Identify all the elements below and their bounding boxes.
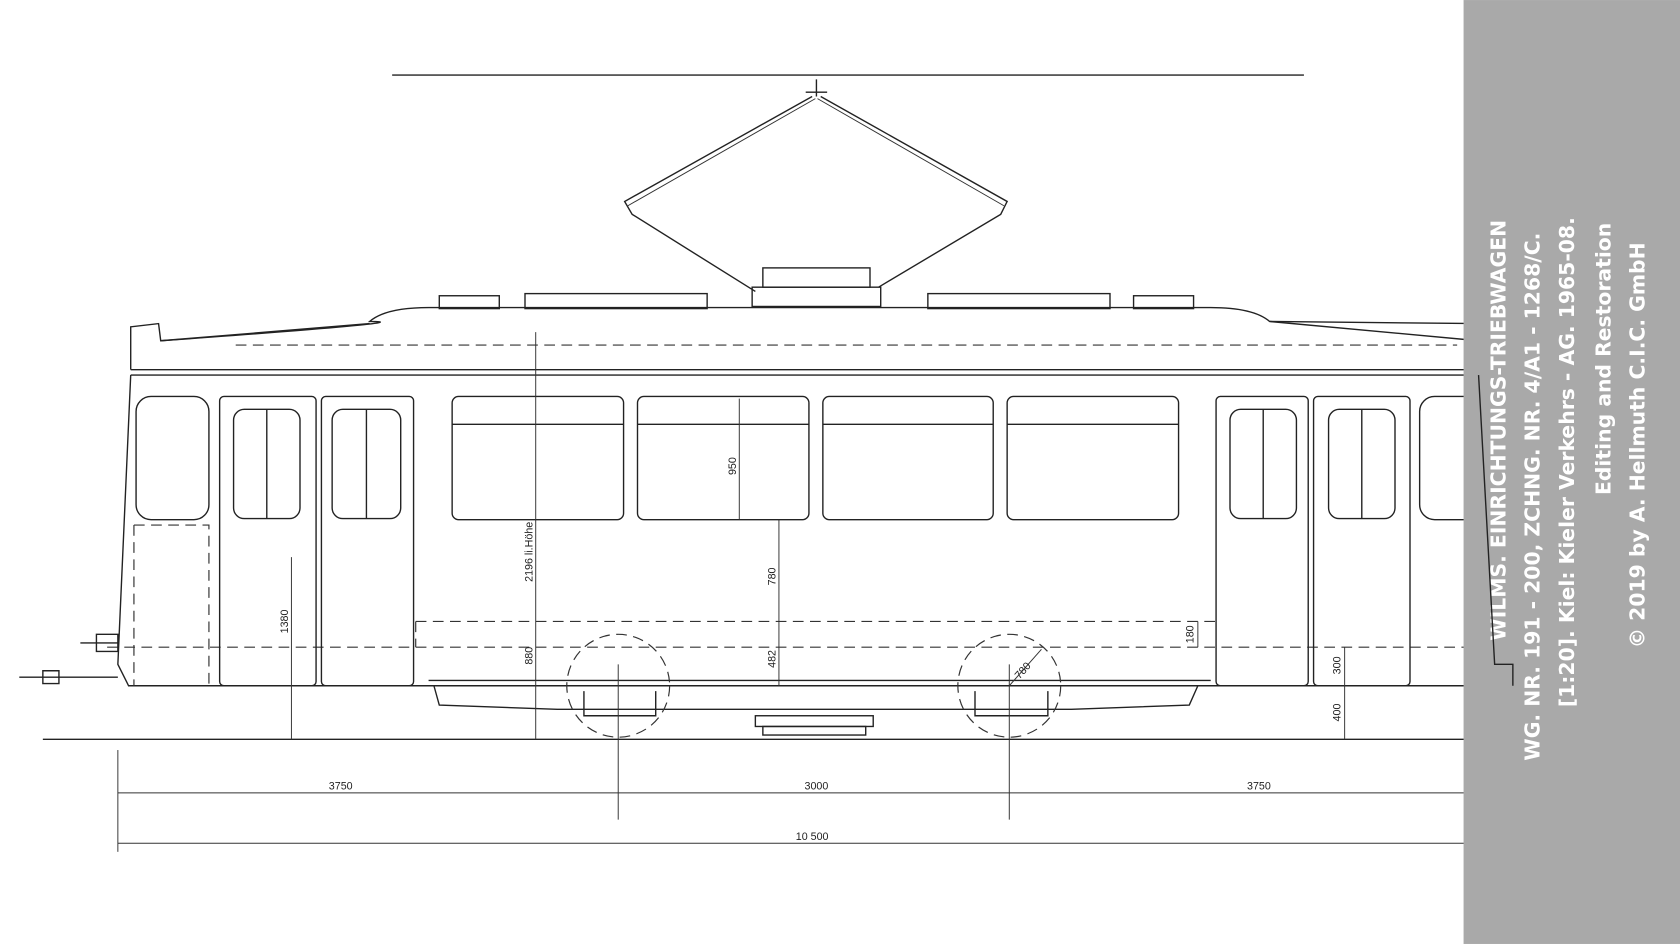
roof <box>130 292 1480 376</box>
front-end-outline <box>1477 374 1514 686</box>
title-line-2: WG. NR. 191 - 200, ZCHNG. NR. 4/A1 - 126… <box>1521 233 1545 761</box>
title-line-1: WILMS. EINRICHTUNGS-TRIEBWAGEN <box>1486 220 1510 641</box>
dim-3750-left: 3750 <box>329 781 353 793</box>
dim-482: 482 <box>767 650 779 668</box>
dimension-lines <box>117 332 1630 852</box>
title-line-4: Editing and Restoration <box>1591 223 1615 495</box>
couplers <box>19 633 1608 685</box>
dim-1380: 1380 <box>279 610 291 634</box>
title-line-5: © 2019 by A. Hellmuth C.I.C. GmbH <box>1626 242 1650 648</box>
title-line-3: [1:20]. Kiel: Kieler Verkehrs - AG. 1965… <box>1555 217 1579 707</box>
underframe <box>433 633 1199 738</box>
dim-10500: 10 500 <box>796 831 829 843</box>
dim-400: 400 <box>1331 704 1343 722</box>
dim-180: 180 <box>1185 625 1197 643</box>
title-band <box>1463 0 1680 944</box>
dim-780: 780 <box>767 567 779 585</box>
title-block: WILMS. EINRICHTUNGS-TRIEBWAGEN WG. NR. 1… <box>1486 217 1649 761</box>
doors <box>218 395 1411 687</box>
dim-3750-right: 3750 <box>1247 781 1271 793</box>
dim-880: 880 <box>524 647 536 665</box>
bogie-wheel-left <box>566 633 671 738</box>
windows <box>135 395 1480 521</box>
car-body <box>107 374 1522 687</box>
dim-3000: 3000 <box>805 781 829 793</box>
dim-950: 950 <box>727 457 739 475</box>
pantograph <box>623 79 1009 308</box>
bogie-wheel-right <box>957 633 1062 738</box>
dim-2196: 2196 li.Höhe <box>524 522 536 582</box>
dim-300: 300 <box>1331 656 1343 674</box>
